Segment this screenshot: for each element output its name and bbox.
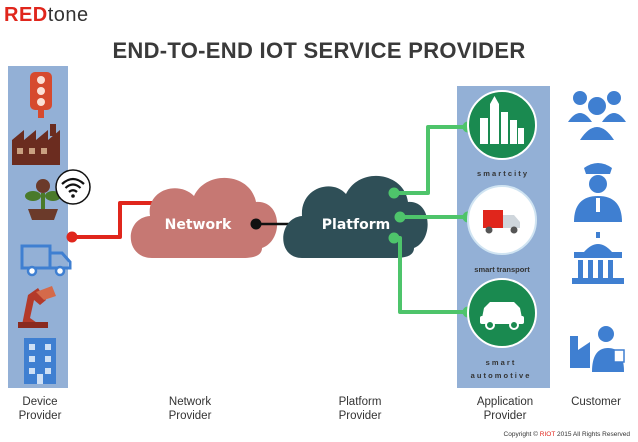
truck-icon bbox=[20, 244, 72, 277]
plant-icon bbox=[25, 179, 61, 220]
device-provider-line-2: Provider bbox=[18, 410, 62, 422]
platform-provider-label: Platform Provider bbox=[320, 395, 400, 423]
delivery-truck-icon bbox=[483, 210, 520, 234]
application-provider-line-1: Application bbox=[476, 396, 534, 408]
car-icon bbox=[480, 302, 524, 330]
wifi-icon bbox=[55, 169, 91, 205]
customer-line-1: Customer bbox=[571, 396, 621, 408]
network-provider-label: Network Provider bbox=[150, 395, 230, 423]
smart-automotive-app: s m a r t a u t o m o t i v e bbox=[467, 278, 537, 380]
application-provider-line-2: Provider bbox=[483, 410, 527, 422]
platform-provider-line-2: Provider bbox=[338, 410, 382, 422]
network-provider-line-2: Provider bbox=[168, 410, 212, 422]
network-cloud: Network bbox=[130, 177, 278, 258]
copyright-brand: RIOT bbox=[539, 431, 556, 438]
smart-city-label: s m a r t c i t y bbox=[477, 169, 528, 178]
logo-red: RED bbox=[4, 4, 48, 26]
people-group-icon bbox=[568, 91, 626, 140]
industrial-worker-icon bbox=[570, 326, 625, 372]
traffic-light-icon bbox=[30, 72, 52, 118]
network-provider-line-1: Network bbox=[168, 396, 212, 408]
building-icon bbox=[24, 338, 56, 384]
page-title: END-TO-END IOT SERVICE PROVIDER bbox=[112, 38, 526, 63]
government-building-icon bbox=[572, 232, 624, 284]
police-officer-icon bbox=[574, 163, 622, 222]
smart-transport-label: smart transport bbox=[474, 265, 530, 274]
copyright-post: 2015 All Rights Reserved bbox=[555, 431, 630, 438]
network-cloud-label: Network bbox=[165, 217, 232, 233]
city-skyline-icon bbox=[480, 96, 524, 144]
smart-city-app: s m a r t c i t y bbox=[467, 90, 537, 178]
device-provider-label: Device Provider bbox=[0, 395, 80, 423]
smart-automotive-label-1: s m a r t bbox=[486, 358, 515, 367]
smart-automotive-label-2: a u t o m o t i v e bbox=[471, 371, 530, 380]
platform-provider-line-1: Platform bbox=[338, 396, 382, 408]
redtone-logo: REDtone bbox=[4, 4, 89, 27]
copyright-notice: Copyright © RIOT 2015 All Rights Reserve… bbox=[504, 431, 630, 438]
copyright-pre: Copyright © bbox=[503, 431, 540, 438]
device-provider-line-1: Device bbox=[22, 396, 58, 408]
smart-transport-app: smart transport bbox=[467, 185, 537, 274]
robot-arm-icon bbox=[18, 286, 56, 328]
platform-cloud-label: Platform bbox=[322, 217, 390, 233]
factory-icon bbox=[12, 124, 60, 165]
application-provider-label: Application Provider bbox=[460, 395, 550, 423]
customer-label: Customer bbox=[556, 395, 636, 409]
logo-tone: tone bbox=[47, 4, 89, 26]
device-band bbox=[8, 66, 68, 388]
platform-app-connectors bbox=[388, 121, 474, 318]
